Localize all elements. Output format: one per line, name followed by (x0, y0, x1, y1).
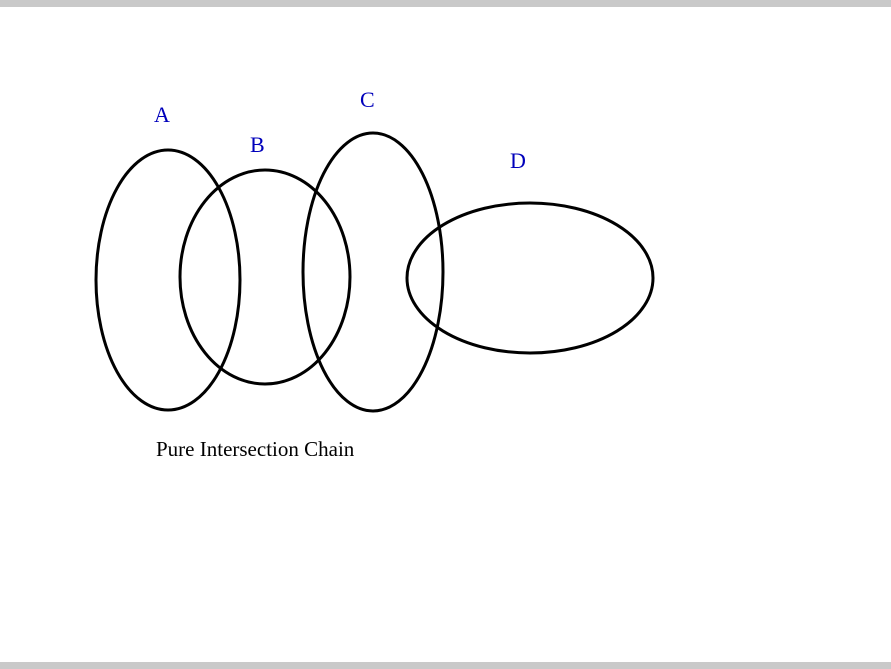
set-label-a: A (154, 102, 170, 127)
set-label-d: D (510, 148, 526, 173)
set-ellipse-d (405, 201, 655, 355)
bottom-border-bar (0, 662, 891, 669)
set-label-c: C (360, 87, 375, 112)
top-border-bar (0, 0, 891, 7)
set-label-b: B (250, 132, 265, 157)
diagram-caption: Pure Intersection Chain (156, 437, 355, 461)
set-ellipse-a (94, 148, 242, 412)
set-ellipse-c (301, 131, 445, 413)
set-ellipse-b (178, 168, 352, 386)
